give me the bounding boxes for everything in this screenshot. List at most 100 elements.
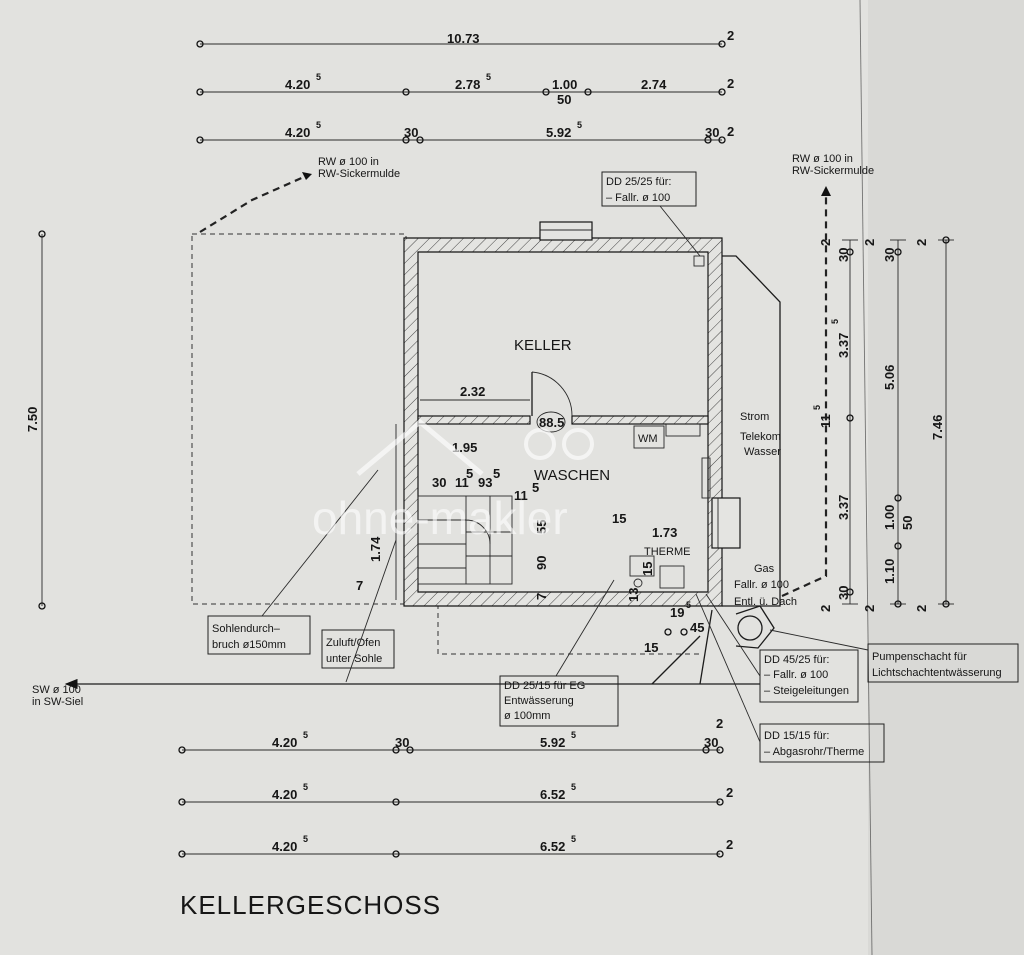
dim-text: 55 — [534, 520, 549, 534]
dim-text: 5.06 — [882, 365, 897, 390]
room-keller: KELLER — [514, 337, 572, 354]
dim-text: 7 — [534, 593, 549, 600]
inner-dimensions: 2.32 88.5 1.95 5 30 11 93 5 11 5 1.74 7 … — [356, 384, 704, 655]
dim-text: 2 — [914, 239, 929, 246]
dim-text: 4.20 — [285, 77, 310, 92]
dd2515-label: DD 25/15 für EG — [504, 680, 585, 692]
dd4525-label: DD 45/25 für: — [764, 654, 829, 666]
room-waschen: WASCHEN — [534, 467, 610, 484]
dim-text: 5 — [493, 466, 500, 481]
dim-sup: 5 — [486, 72, 491, 82]
dim-sup: 5 — [303, 782, 308, 792]
dim-text: 7 — [356, 578, 363, 593]
dim-text: 1.10 — [882, 559, 897, 584]
dim-text: 30 — [836, 248, 851, 262]
dim-sup: 5 — [571, 782, 576, 792]
right-dimensions: 2 30 3.37 5 11 5 3.37 30 2 2 30 5.06 1.0… — [812, 236, 954, 612]
dd2525-label: DD 25/25 für: — [606, 176, 671, 188]
dim-text: 6.52 — [540, 787, 565, 802]
dd2525-label-2: – Fallr. ø 100 — [606, 192, 670, 204]
dim-text: 3.37 — [836, 495, 851, 520]
pumpe-label: Pumpenschacht für — [872, 651, 967, 663]
label-wasser: Wasser — [744, 446, 781, 458]
rw-right-label-2: RW-Sickermulde — [792, 165, 874, 177]
dd2515-label-3: ø 100mm — [504, 710, 550, 722]
plan-title: KELLERGESCHOSS — [180, 890, 441, 920]
dd4525-label-2: – Fallr. ø 100 — [764, 669, 828, 681]
dim-text: 1.00 — [552, 77, 577, 92]
dim-text: 1.74 — [368, 536, 383, 562]
dim-sup: 5 — [571, 730, 576, 740]
dim-text: 19 — [670, 605, 684, 620]
rw-left-label-2: RW-Sickermulde — [318, 168, 400, 180]
dim-text: 2.78 — [455, 77, 480, 92]
dim-text: 2 — [862, 605, 877, 612]
dim-end: 2 — [726, 837, 733, 852]
paper-sheet — [0, 0, 868, 955]
watermark: ohne-makler — [312, 418, 594, 544]
sohle-label-2: bruch ø150mm — [212, 639, 286, 651]
dim-text: 4.20 — [272, 787, 297, 802]
dim-text: 11 — [818, 414, 833, 428]
dim-text: 15 — [644, 640, 658, 655]
dim-text: 1.00 — [882, 505, 897, 530]
building — [395, 221, 741, 607]
label-fallrohr: Fallr. ø 100 — [734, 579, 789, 591]
top-dimension-lines: 10.73 2 4.20 5 2.78 5 1.00 50 2.74 2 4.2… — [196, 28, 734, 144]
dd1515-label: DD 15/15 für: — [764, 730, 829, 742]
sohle-label: Sohlendurch– — [212, 623, 281, 635]
dim-text: 1.73 — [652, 525, 677, 540]
rw-right-label: RW ø 100 in — [792, 153, 853, 165]
pumpe-label-2: Lichtschachtentwässerung — [872, 667, 1002, 679]
label-gas: Gas — [754, 563, 775, 575]
dim-text: 30 — [836, 586, 851, 600]
dim-sup: 5 — [303, 834, 308, 844]
dim-text: 2.32 — [460, 384, 485, 399]
dim-text: 7.46 — [930, 415, 945, 440]
dim-text: 30 — [705, 125, 719, 140]
label-telekom: Telekom — [740, 431, 781, 443]
dim-text: 90 — [534, 556, 549, 570]
dim-text: 5 — [466, 466, 473, 481]
dim-text: 93 — [478, 475, 492, 490]
dim-text: 5 — [532, 480, 539, 495]
dim-end: 2 — [727, 76, 734, 91]
wm-box — [633, 425, 665, 449]
utility-labels: Strom Telekom Wasser Gas Fallr. ø 100 En… — [734, 411, 797, 608]
rw-drain-right — [781, 192, 828, 598]
dim-text: 5.92 — [540, 735, 565, 750]
dim-text: 50 — [557, 92, 571, 107]
watermark-text: ohne-makler — [312, 492, 568, 544]
dim-sup: 5 — [303, 730, 308, 740]
dim-text: 88.5 — [539, 415, 564, 430]
dim-text: 30 — [432, 475, 446, 490]
dim-text: 13 — [626, 588, 641, 602]
dim-text: 11 — [514, 488, 528, 503]
dim-sup: 5 — [316, 72, 321, 82]
dim-text: 2 — [862, 239, 877, 246]
dim-sup: 5 — [686, 600, 691, 610]
dim-text: 3.37 — [836, 333, 851, 358]
dim-text: 30 — [704, 735, 718, 750]
dim-text: 4.20 — [285, 125, 310, 140]
rw-left-label: RW ø 100 in — [318, 156, 379, 168]
dim-text: 2 — [818, 605, 833, 612]
sw-label-2: in SW-Siel — [32, 696, 83, 708]
dd1515-label-2: – Abgasrohr/Therme — [764, 746, 864, 758]
dim-text: 2.74 — [641, 77, 667, 92]
zuluft-label: Zuluft/Ofen — [326, 637, 380, 649]
bottom-dimension-lines: 4.20 5 30 5.92 5 30 2 4.20 5 6.52 5 2 4.… — [178, 716, 733, 858]
dim-text: 15 — [612, 511, 626, 526]
dim-text: 2 — [818, 239, 833, 246]
dim-height: 7.50 — [25, 407, 40, 432]
pump-shaft — [737, 615, 763, 641]
dim-text: 6.52 — [540, 839, 565, 854]
dim-text: 4.20 — [272, 839, 297, 854]
dim-sup: 5 — [316, 120, 321, 130]
room-therme: THERME — [644, 546, 690, 558]
dim-text: 2 — [914, 605, 929, 612]
dim-text: 4.20 — [272, 735, 297, 750]
dim-text: 11 — [455, 475, 469, 490]
dim-end: 2 — [727, 28, 734, 43]
